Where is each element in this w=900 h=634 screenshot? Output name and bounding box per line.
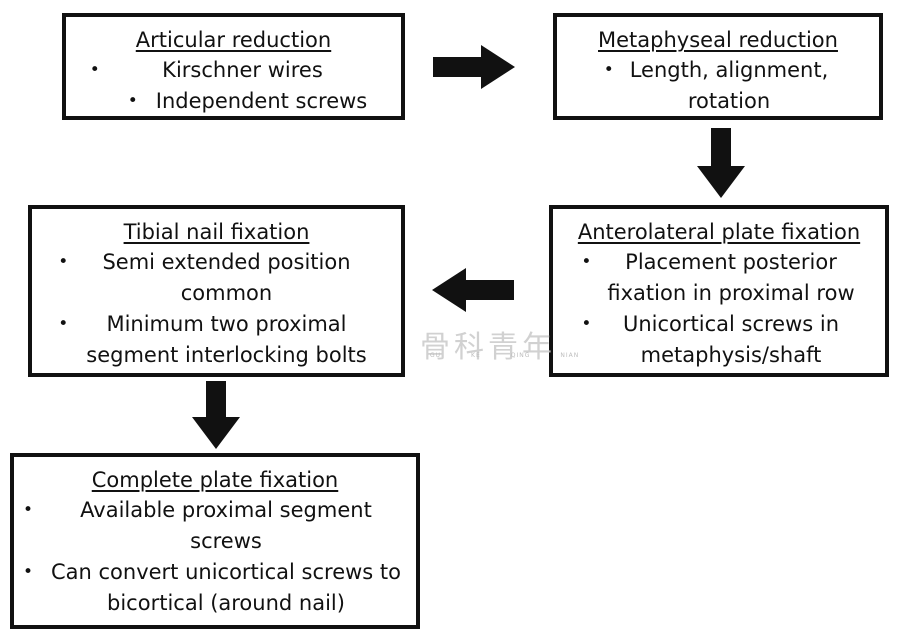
bullet-list: Semi extended position common Minimum tw…: [58, 247, 367, 371]
arrow-left-icon: [432, 268, 514, 312]
bullet-list: Length, alignment, rotation: [604, 55, 829, 117]
list-item: metaphysis/shaft: [640, 343, 822, 367]
watermark-sub-text: NIAN: [560, 352, 580, 359]
watermark-sub-text: KE: [471, 352, 481, 359]
box-complete-plate-fixation: Complete plate fixation Available proxim…: [10, 453, 420, 629]
list-item: Can convert unicortical screws to: [23, 557, 401, 588]
list-item: Placement posterior: [581, 247, 854, 278]
box-articular-reduction: Articular reduction Kirschner wires Inde…: [62, 13, 405, 120]
box-title: Metaphyseal reduction: [598, 28, 838, 52]
list-item: Available proximal segment: [23, 495, 401, 526]
list-item: bicortical (around nail): [107, 591, 345, 615]
arrow-down-icon: [192, 381, 240, 449]
box-title: Tibial nail fixation: [123, 220, 310, 244]
list-item: segment interlocking bolts: [86, 343, 367, 367]
watermark-sub: GU KE QING NIAN: [430, 352, 579, 359]
list-item: rotation: [687, 89, 771, 113]
list-item: fixation in proximal row: [607, 281, 855, 305]
box-title: Anterolateral plate fixation: [577, 220, 861, 244]
box-title: Articular reduction: [135, 28, 332, 52]
bullet-list: Available proximal segment screws Can co…: [23, 495, 401, 619]
bullet-list: Kirschner wires Independent screws: [90, 55, 368, 117]
watermark-sub-text: QING: [510, 352, 531, 359]
box-anterolateral-plate-fixation: Anterolateral plate fixation Placement p…: [549, 205, 889, 377]
bullet-list: Placement posterior fixation in proximal…: [581, 247, 855, 371]
arrow-down-icon: [697, 128, 745, 198]
arrow-right-icon: [433, 45, 515, 89]
list-item: Semi extended position: [58, 247, 366, 278]
box-metaphyseal-reduction: Metaphyseal reduction Length, alignment,…: [553, 13, 883, 120]
box-tibial-nail-fixation: Tibial nail fixation Semi extended posit…: [28, 205, 405, 377]
box-title: Complete plate fixation: [91, 468, 339, 492]
list-item: Independent screws: [128, 86, 368, 117]
list-item: Length, alignment,: [604, 55, 829, 86]
list-item: common: [180, 281, 273, 305]
list-item: Minimum two proximal: [58, 309, 366, 340]
list-item: screws: [190, 529, 262, 553]
watermark-sub-text: GU: [430, 352, 442, 359]
list-item: Kirschner wires: [90, 55, 367, 86]
list-item: Unicortical screws in: [581, 309, 854, 340]
watermark: 骨科青年: [420, 330, 556, 365]
